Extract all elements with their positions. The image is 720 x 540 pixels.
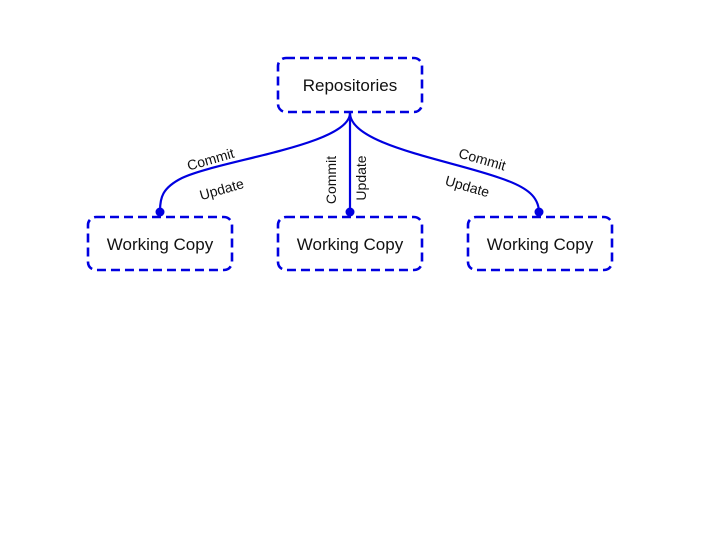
edge-right-update-label: Update — [443, 172, 491, 200]
node-working-copy-center-box — [276, 215, 424, 272]
connector-center-endpoint — [345, 207, 355, 217]
edge-center-update-label: Update — [353, 155, 369, 200]
connector-right — [348, 112, 541, 212]
node-repositories-label: Repositories — [303, 76, 398, 95]
node-repositories-box — [276, 56, 424, 114]
node-working-copy-right-box — [466, 215, 614, 272]
edge-left-update-label: Update — [198, 175, 246, 203]
connector-left — [158, 112, 352, 212]
node-working-copy-left[interactable]: Working Copy — [86, 215, 234, 272]
node-working-copy-left-label: Working Copy — [107, 235, 214, 254]
connector-right-endpoint — [534, 207, 544, 217]
node-working-copy-center[interactable]: Working Copy — [276, 215, 424, 272]
connectors — [155, 112, 544, 217]
edge-right-commit-label: Commit — [457, 145, 508, 174]
node-repositories[interactable]: Repositories — [276, 56, 424, 114]
node-working-copy-center-label: Working Copy — [297, 235, 404, 254]
node-working-copy-right[interactable]: Working Copy — [466, 215, 614, 272]
node-working-copy-left-box — [86, 215, 234, 272]
edge-labels: Commit Update Commit Update Commit Updat… — [185, 145, 508, 204]
connector-left-endpoint — [155, 207, 165, 217]
edge-center-commit-label: Commit — [323, 156, 339, 204]
node-working-copy-right-label: Working Copy — [487, 235, 594, 254]
